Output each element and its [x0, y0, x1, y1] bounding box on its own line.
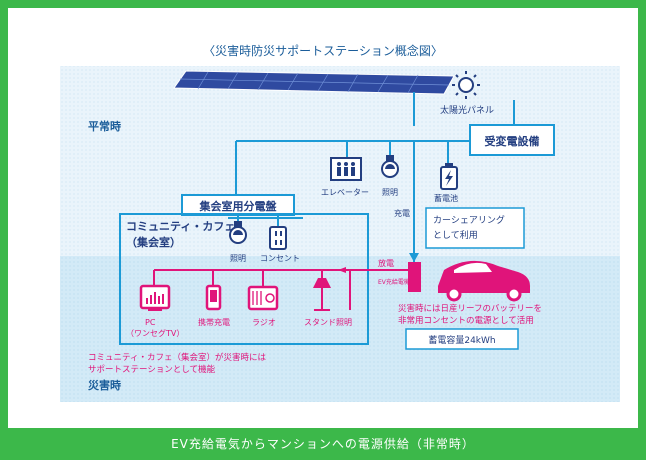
discharge-arrow-icon — [338, 267, 346, 273]
normal-zone-label: 平常時 — [88, 119, 121, 133]
pc-icon — [139, 284, 171, 311]
distribution-panel-label: 集会室用分電盤 — [199, 199, 278, 213]
carsharing-box — [425, 207, 525, 249]
leaf-note-line1: 災害時には日産リーフのバッテリーを — [398, 303, 542, 314]
stand-light-label: スタンド照明 — [304, 318, 352, 327]
charge-label: 充電 — [394, 208, 410, 218]
outlet-icon — [269, 226, 287, 250]
pc-label-line1: PC — [145, 318, 156, 327]
substation-label: 受変電設備 — [485, 134, 540, 148]
elevator-icon — [330, 157, 362, 181]
battery-label: 蓄電池 — [434, 193, 458, 203]
diagram-canvas: 〈災害時防災サポートステーション概念図〉 平常時 災害時 太陽光パネル — [60, 43, 620, 402]
station-note-line2: サポートステーションとして機能 — [88, 364, 216, 375]
radio-icon — [247, 285, 279, 311]
disaster-zone-label: 災害時 — [87, 378, 121, 392]
diagram-panel: 〈災害時防災サポートステーション概念図〉 平常時 災害時 太陽光パネル — [8, 8, 638, 428]
stand-light-icon — [313, 278, 331, 311]
solar-panel-label: 太陽光パネル — [440, 104, 494, 116]
phone-charger-label: 携帯充電 — [198, 317, 230, 327]
light-bulb-icon — [381, 155, 399, 178]
capacity-label: 蓄電容量24kWh — [428, 334, 495, 346]
caption-bar: EV充給電気からマンションへの電源供給（非常時） — [171, 437, 475, 451]
cafe-lighting-label: 照明 — [230, 254, 246, 263]
radio-label: ラジオ — [252, 318, 276, 327]
pc-label-line2: （ワンセグTV） — [126, 328, 184, 338]
diagram-title: 〈災害時防災サポートステーション概念図〉 — [203, 43, 443, 58]
charge-arrow-icon — [409, 253, 419, 262]
elevator-label: エレベーター — [321, 188, 369, 197]
substation-box — [469, 124, 555, 156]
battery-icon — [440, 163, 458, 190]
discharge-label: 放電 — [378, 258, 394, 268]
upper-lighting-label: 照明 — [382, 188, 398, 197]
outlet-label: コンセント — [260, 254, 300, 263]
leaf-note-line2: 非常用コンセントの電源として活用 — [398, 315, 534, 326]
cafe-light-bulb-icon — [229, 221, 247, 244]
mobile-phone-icon — [205, 284, 222, 311]
carsharing-text-line1: カーシェアリング — [433, 214, 505, 226]
ev-charger-icon — [408, 262, 421, 292]
cafe-label-line2: （集会室） — [126, 235, 181, 249]
car-icon — [438, 260, 530, 302]
cafe-label-line1: コミュニティ・カフェ — [126, 220, 235, 233]
sun-icon — [452, 71, 480, 99]
station-note-line1: コミュニティ・カフェ（集会室）が災害時には — [88, 352, 266, 363]
carsharing-text-line2: として利用 — [433, 229, 478, 241]
capacity-box — [405, 328, 519, 350]
ev-charger-label: EV充給電機 — [378, 278, 410, 286]
solar-panel-icon — [173, 70, 455, 95]
cafe-room-outline — [119, 213, 369, 345]
